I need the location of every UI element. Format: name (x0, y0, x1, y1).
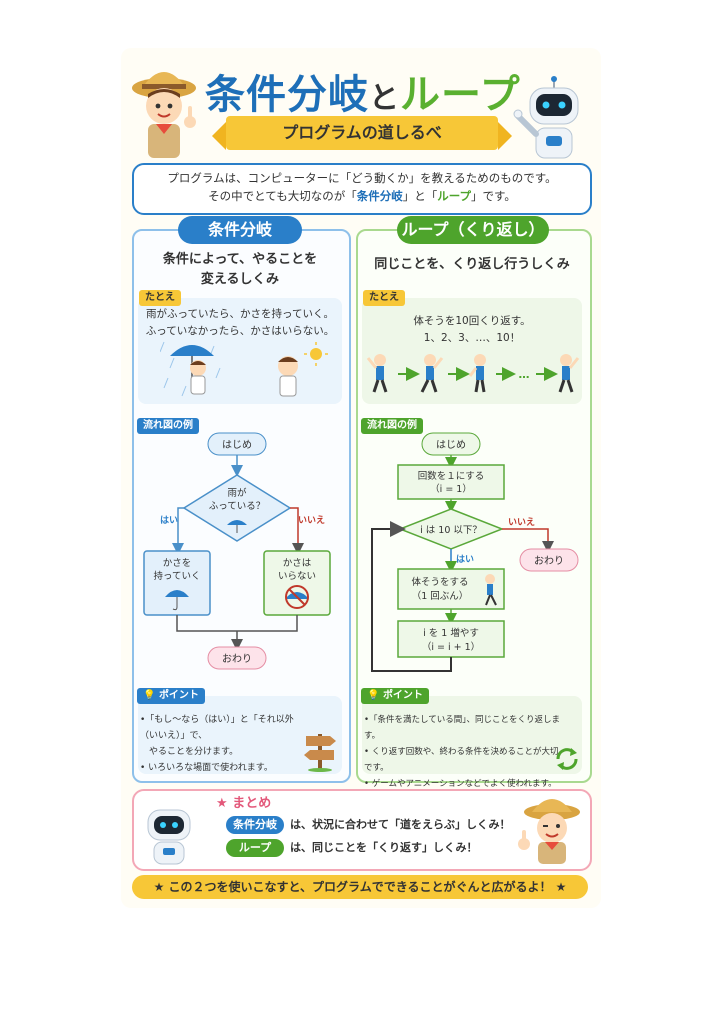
kid-icon (366, 354, 388, 393)
flow-decision-line2: ふっている？ (209, 501, 266, 512)
loop-heading: ループ（くり返し） (397, 216, 549, 244)
svg-text:回数を１にする: 回数を１にする (418, 470, 485, 482)
umbrella-icon (227, 520, 247, 525)
conditional-flowchart: はじめ 雨が ふっている？ はい いいえ かさを 持っていく かさは いらない … (143, 432, 331, 670)
svg-text:（i = 1）: （i = 1） (430, 483, 472, 495)
subtitle-ribbon: プログラムの道しるべ (212, 116, 512, 150)
summary-box (132, 789, 592, 871)
svg-text:i を 1 増やす: i を 1 増やす (423, 627, 479, 639)
no-umbrella-icon (285, 585, 309, 609)
svg-text:かさは: かさは (283, 558, 312, 569)
loop-example-text: 体そうを10回くり返す。 1、2、3、…、10！ (413, 315, 531, 344)
svg-text:いらない: いらない (278, 571, 316, 582)
conditional-example-text: 雨がふっていたら、かさを持っていく。 ふっていなかったら、かさはいらない。 (145, 308, 335, 337)
flow-end-node (207, 646, 267, 670)
loop-example-box (362, 298, 582, 404)
robot-illustration (513, 76, 579, 159)
rain-example-illustration (160, 341, 328, 397)
intro-conditional: 条件分岐 (356, 189, 403, 203)
summary-conditional-text: は、状況に合わせて「道をえらぶ」しくみ！ (290, 818, 511, 831)
exercise-sequence-illustration: … (366, 354, 580, 393)
summary-loop-pill: ループ (226, 839, 284, 857)
kid-icon (485, 574, 497, 606)
conditional-subtitle: 条件によって、やることを 変えるしくみ (162, 252, 318, 287)
svg-text:はじめ: はじめ (436, 439, 466, 451)
loop-back-arrow (371, 521, 452, 672)
umbrella-icon (165, 590, 189, 597)
conditional-example-box (138, 298, 342, 404)
conditional-points: •「もし〜なら（はい）」と「それ以外（いいえ）」で、 やることを分けます。 • … (140, 715, 294, 773)
flow-decision-node (182, 474, 292, 542)
kid-icon (558, 354, 580, 393)
intro-box: プログラムは、コンピューターに「どう動くか」を教えるためのものです。 その中でと… (132, 163, 592, 215)
svg-text:かさを: かさを (163, 558, 192, 569)
summary-title: ★ まとめ (216, 796, 272, 811)
svg-text:（1 回ぶん）: （1 回ぶん） (412, 590, 469, 602)
flow-end-label: おわり (222, 653, 252, 665)
sun-icon (310, 348, 322, 360)
conditional-point-box (138, 696, 342, 774)
loop-flow-tag: 流れ図の例 (361, 418, 423, 434)
flow-yes-label: はい (160, 515, 178, 526)
loop-no-label: いいえ (508, 517, 535, 528)
repeat-icon (556, 748, 578, 770)
flow-decision-line1: 雨が (227, 487, 247, 499)
loop-increment-box (397, 620, 505, 658)
flow-no-label: いいえ (298, 515, 325, 526)
intro-loop: ループ (437, 189, 472, 203)
svg-text:体そうをする: 体そうをする (411, 576, 468, 588)
signpost-icon (304, 734, 336, 772)
flow-start-label: はじめ (222, 439, 252, 451)
conditional-example-tag-label: たとえ (139, 290, 181, 306)
title-conditional: 条件分岐 (205, 72, 369, 118)
loop-example-tag: たとえ (363, 290, 405, 306)
svg-text:持っていく: 持っていく (153, 570, 200, 582)
loop-flowchart: はじめ 回数を１にする （i = 1） i は 10 以下？ いいえ おわり は… (371, 432, 579, 672)
conditional-heading: 条件分岐 (178, 216, 302, 244)
bottom-banner: ★ この２つを使いこなすと、プログラムでできることがぐんと広がるよ！ ★ (132, 875, 588, 899)
sequence-dots: … (519, 368, 530, 381)
loop-end-node (519, 548, 579, 572)
svg-text:おわり: おわり (534, 555, 564, 567)
kid-icon (420, 354, 444, 393)
svg-text:i は 10 以下？: i は 10 以下？ (420, 525, 482, 536)
kid-icon (468, 354, 486, 393)
svg-text:（i = i + 1）: （i = i + 1） (422, 641, 480, 653)
page-title: 条件分岐とループ (205, 62, 521, 120)
loop-point-box (362, 696, 582, 774)
title-loop: ループ (400, 72, 521, 118)
loop-point-tag: 💡 ポイント (361, 688, 429, 704)
title-and: と (369, 81, 400, 116)
loop-points: •「条件を満たしている間」、同じことをくり返します。 • くり返す回数や、終わる… (364, 715, 561, 789)
intro-line-2: その中でとても大切なのが「条件分岐」と「ループ」です。 (208, 189, 516, 203)
summary-conditional-pill: 条件分岐 (226, 816, 284, 834)
conditional-point-tag: 💡 ポイント (137, 688, 205, 704)
summary-loop-text: は、同じことを「くり返す」しくみ！ (290, 841, 478, 854)
explorer-kid-illustration (132, 72, 196, 158)
loop-yes-label: はい (456, 554, 474, 565)
summary-kid-illustration (518, 799, 580, 864)
intro-line-1: プログラムは、コンピューターに「どう動くか」を教えるためのものです。 (167, 171, 557, 185)
summary-robot-illustration (147, 809, 191, 865)
umbrella-icon (170, 345, 214, 356)
loop-subtitle: 同じことを、くり返し行うしくみ (374, 257, 570, 272)
conditional-flow-tag: 流れ図の例 (137, 418, 199, 434)
